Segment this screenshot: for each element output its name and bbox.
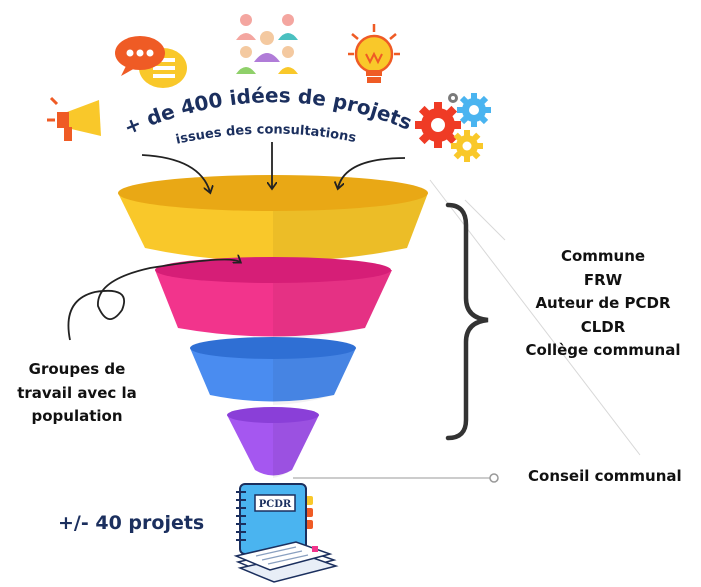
stakeholder-item: Collège communal: [525, 341, 681, 359]
people-group-icon: [236, 14, 298, 74]
lightbulb-icon: [348, 24, 400, 83]
funnel: [118, 175, 428, 478]
stakeholder-item: FRW: [583, 270, 623, 289]
headline-sub: issues des consultations: [174, 122, 357, 147]
loop-arrow: [67, 260, 240, 341]
funnel-tier-3: [190, 337, 356, 405]
stakeholder-item: Auteur de PCDR: [535, 294, 671, 312]
chat-bubbles-icon: [115, 36, 187, 88]
council-connector: [293, 473, 499, 483]
working-groups-line: Groupes de: [28, 360, 126, 378]
working-groups-line: population: [31, 407, 123, 425]
arrow-right: [338, 157, 406, 188]
outcome-label: +/- 40 projets: [58, 512, 205, 534]
megaphone-icon: [47, 96, 101, 141]
stakeholder-list: Commune FRW Auteur de PCDR CLDR Collège …: [505, 245, 701, 363]
pcdr-notebook-icon: PCDR: [236, 483, 313, 555]
svg-text:PCDR: PCDR: [259, 499, 292, 510]
funnel-tier-4: [227, 407, 319, 478]
funnel-tier-1: [118, 175, 428, 262]
gears-icon: [415, 93, 491, 162]
funnel-tier-2: [155, 257, 392, 340]
input-arrows: [141, 142, 406, 192]
documents-icon: [233, 541, 339, 583]
right-brace: [445, 202, 489, 441]
stakeholder-item: CLDR: [580, 317, 626, 336]
arrow-left: [141, 154, 210, 192]
stakeholder-item: Commune: [560, 247, 646, 265]
working-groups-label: Groupes de travail avec la population: [2, 358, 152, 429]
working-groups-line: travail avec la: [17, 383, 137, 402]
final-step-label: Conseil communal: [528, 467, 682, 485]
